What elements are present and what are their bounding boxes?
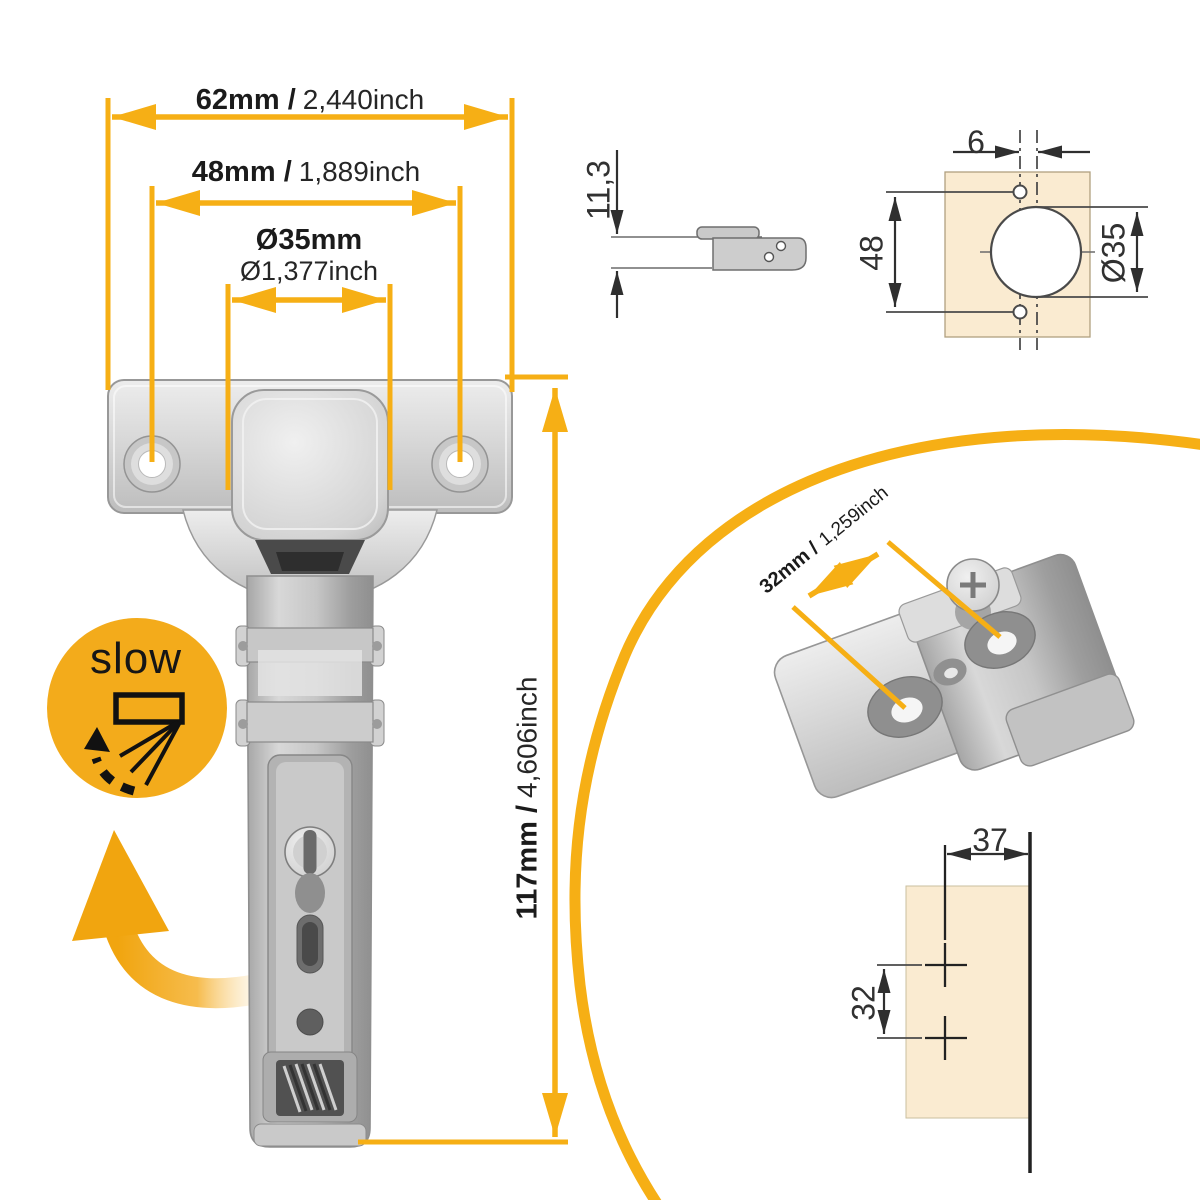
dim-32mm-plate [791,540,1002,710]
label-plate-drilling-spacing: 32 [845,985,882,1021]
label-cup-diameter-metric: Ø35mm [256,224,362,257]
hinge-photo [107,379,513,1148]
cup-diameter-metric: Ø35mm [255,224,363,256]
screw-spacing-metric: 48mm / [191,156,292,188]
soft-close-icon [84,692,185,796]
label-total-length: 117mm / 4,606inch [512,677,545,920]
side-view-drawing [610,150,807,318]
plate-width-metric: 62mm / [195,84,296,116]
adjustment-screw [284,826,336,913]
screw-spacing-inch: 1,889inch [298,156,421,187]
label-edge-distance: 37 [972,822,1008,858]
dim-62mm [105,98,515,392]
dim-117mm [358,374,568,1145]
hinge-cup [231,389,389,541]
slow-badge-label: slow [89,634,183,683]
hinge-screw-hole-right [431,435,489,493]
label-plate-width: 62mm / 2,440inch [196,84,424,117]
label-template-cup-hole: Ø35 [1095,222,1132,284]
label-edge-offset: 6 [967,124,985,160]
dim-35mm [225,284,393,490]
plate-drilling-diagram [877,832,1032,1173]
soft-close-pointer-arrow [72,830,277,1009]
dim-48mm [149,186,463,462]
plate-width-inch: 2,440inch [302,84,425,115]
total-length-metric: 117mm / [511,804,544,920]
cup-hole-35mm [989,205,1083,299]
hinge-screw-hole-left [123,435,181,493]
slow-badge-circle [47,618,227,798]
label-template-screw-spacing: 48 [853,235,890,271]
label-screw-hole-spacing: 48mm / 1,889inch [192,156,420,189]
label-cup-diameter-inch: Ø1,377inch [240,256,378,287]
total-length-inch: 4,606inch [511,676,543,798]
background-arc [569,429,1200,1200]
drilling-template [886,130,1148,350]
cup-diameter-inch: Ø1,377inch [239,256,379,286]
soft-close-spring [262,1051,358,1123]
label-overlay-depth: 11,3 [580,160,617,220]
slow-badge [47,618,227,798]
